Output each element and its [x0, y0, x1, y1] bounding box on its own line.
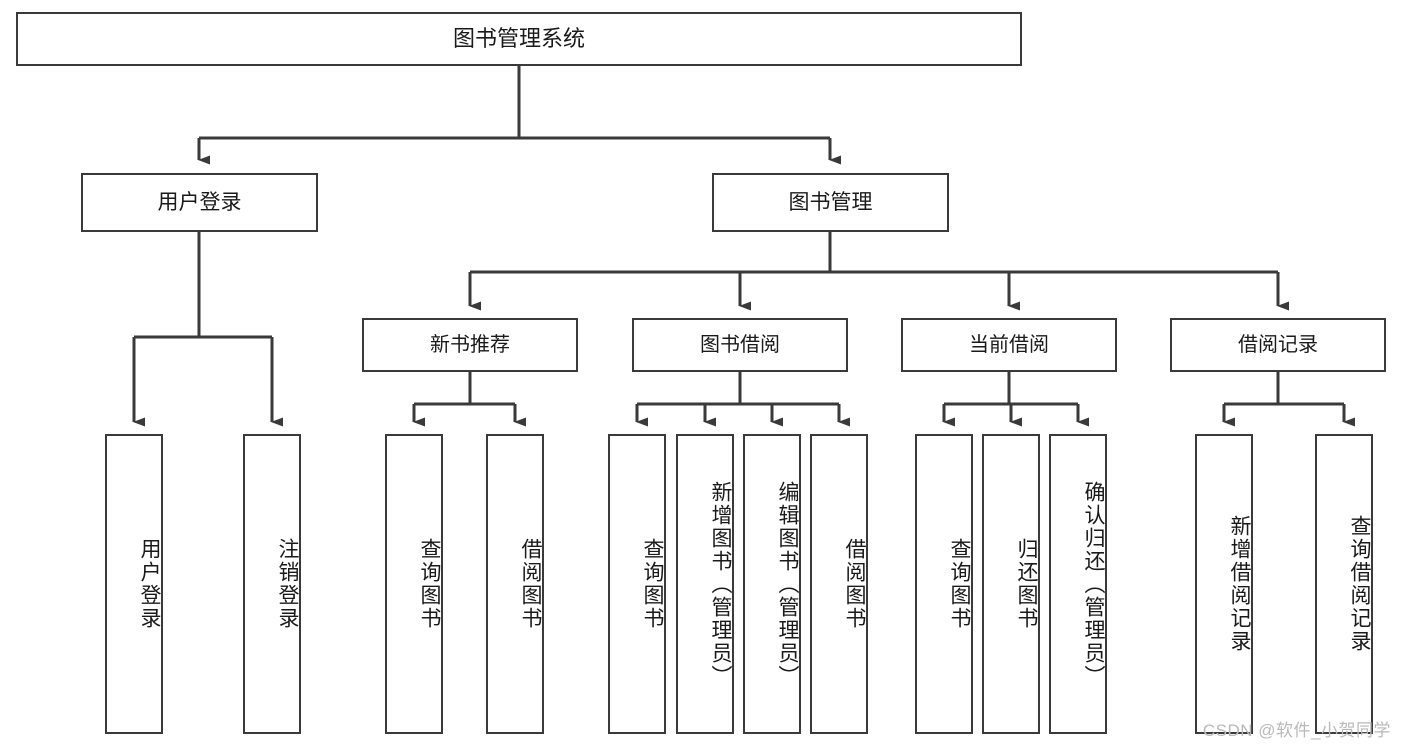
leaf-records-add-record[interactable]: 新增借阅记录	[1195, 434, 1253, 734]
leaf-current-query-book[interactable]: 查询图书	[915, 434, 973, 734]
leaf-records-query-record[interactable]: 查询借阅记录	[1315, 434, 1373, 734]
leaf-label: 编辑图书（管理员）	[776, 480, 799, 688]
leaf-label: 借阅图书	[843, 538, 866, 630]
leaf-label: 新增图书（管理员）	[709, 480, 732, 688]
leaf-label: 注销登录	[276, 538, 299, 630]
leaf-user-login-signout[interactable]: 注销登录	[243, 434, 301, 734]
leaf-label: 新增借阅记录	[1228, 515, 1251, 653]
leaf-label: 借阅图书	[519, 538, 542, 630]
leaf-borrow-borrow-book[interactable]: 借阅图书	[810, 434, 868, 734]
leaf-borrow-add-book-admin[interactable]: 新增图书（管理员）	[676, 434, 734, 734]
leaf-label: 归还图书	[1015, 538, 1038, 630]
leaf-user-login-signin[interactable]: 用户登录	[105, 434, 163, 734]
leaf-recommend-query-book[interactable]: 查询图书	[385, 434, 443, 734]
leaf-label: 查询图书	[418, 538, 441, 630]
node-borrow-records[interactable]: 借阅记录	[1170, 318, 1386, 372]
leaf-current-confirm-return-admin[interactable]: 确认归还（管理员）	[1049, 434, 1107, 734]
leaf-label: 查询图书	[641, 538, 664, 630]
leaf-borrow-query-book[interactable]: 查询图书	[608, 434, 666, 734]
node-current-borrow[interactable]: 当前借阅	[901, 318, 1117, 372]
node-new-book-recommend[interactable]: 新书推荐	[362, 318, 578, 372]
leaf-label: 确认归还（管理员）	[1082, 480, 1105, 688]
node-root-system[interactable]: 图书管理系统	[16, 12, 1022, 66]
node-user-login[interactable]: 用户登录	[81, 173, 318, 232]
node-book-management[interactable]: 图书管理	[712, 173, 949, 232]
leaf-borrow-edit-book-admin[interactable]: 编辑图书（管理员）	[743, 434, 801, 734]
leaf-label: 查询图书	[948, 538, 971, 630]
leaf-current-return-book[interactable]: 归还图书	[982, 434, 1040, 734]
watermark-text: CSDN @软件_小贺同学	[1202, 721, 1391, 740]
leaf-recommend-borrow-book[interactable]: 借阅图书	[486, 434, 544, 734]
leaf-label: 查询借阅记录	[1348, 515, 1371, 653]
node-book-borrow[interactable]: 图书借阅	[632, 318, 848, 372]
leaf-label: 用户登录	[138, 538, 161, 630]
